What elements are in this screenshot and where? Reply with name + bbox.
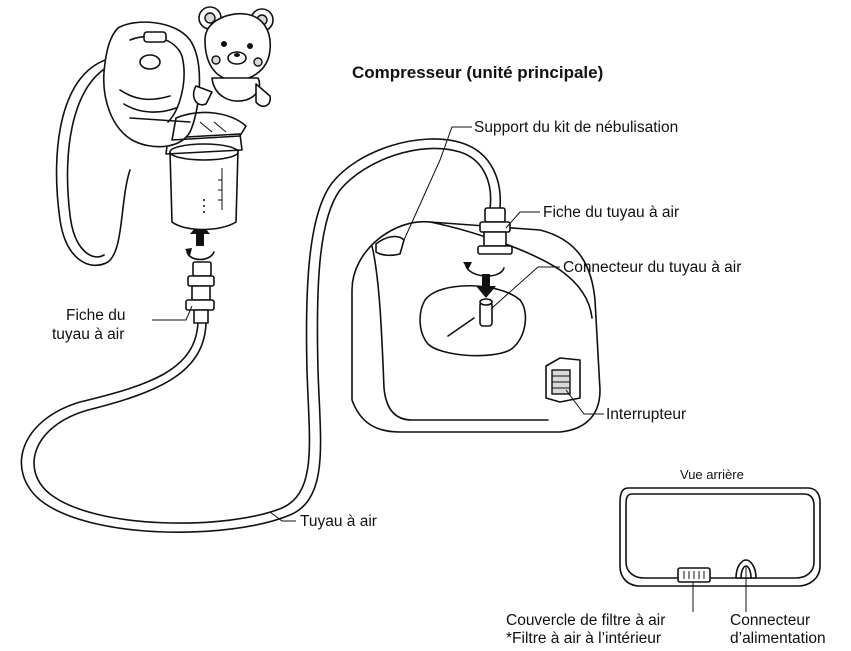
label-nebulizer-holder: Support du kit de nébulisation (474, 119, 679, 136)
label-filter-cover-line1: Couvercle de filtre à air (506, 612, 666, 629)
label-switch: Interrupteur (606, 406, 687, 423)
diagram-title: Compresseur (unité principale) (352, 63, 604, 82)
bear-mask-icon (55, 6, 274, 267)
nebulizer-cup-icon (165, 133, 243, 231)
arrow-down-icon (463, 262, 505, 298)
label-power-connector-line2: d’alimentation (730, 630, 826, 647)
label-air-plug-left-line2: tuyau à air (52, 326, 125, 343)
label-rear-view: Vue arrière (680, 467, 744, 482)
rear-view-icon (619, 487, 821, 587)
label-air-plug-left-line1: Fiche du (66, 307, 126, 324)
compressor-icon (351, 220, 601, 433)
air-plug-left-icon (185, 261, 215, 324)
label-power-connector-line1: Connecteur (730, 612, 811, 629)
label-air-connector: Connecteur du tuyau à air (563, 259, 742, 276)
label-filter-cover-line2: *Filtre à air à l’intérieur (506, 630, 662, 647)
label-air-tube: Tuyau à air (300, 513, 377, 530)
leader-lines (152, 126, 747, 612)
air-plug-right-icon (477, 207, 513, 255)
label-air-plug-right: Fiche du tuyau à air (543, 204, 680, 221)
air-tube-icon (20, 138, 502, 533)
